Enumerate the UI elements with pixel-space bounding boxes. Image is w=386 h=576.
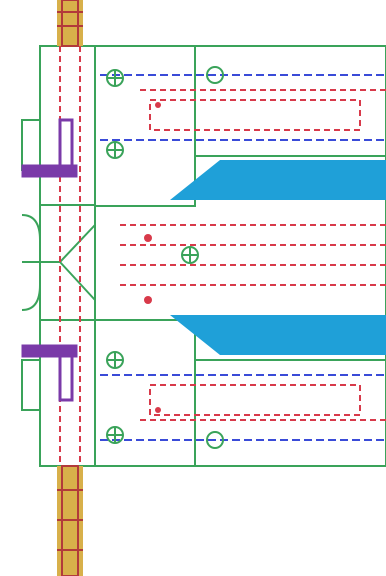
bottom-nozzle bbox=[57, 465, 83, 576]
pin-markers bbox=[106, 66, 224, 449]
bolts bbox=[21, 118, 78, 402]
top-nozzle bbox=[57, 0, 83, 47]
red-pins bbox=[144, 102, 161, 413]
mold-outline bbox=[21, 45, 386, 467]
cavity-area bbox=[170, 160, 386, 355]
cooling-channels bbox=[59, 46, 386, 466]
